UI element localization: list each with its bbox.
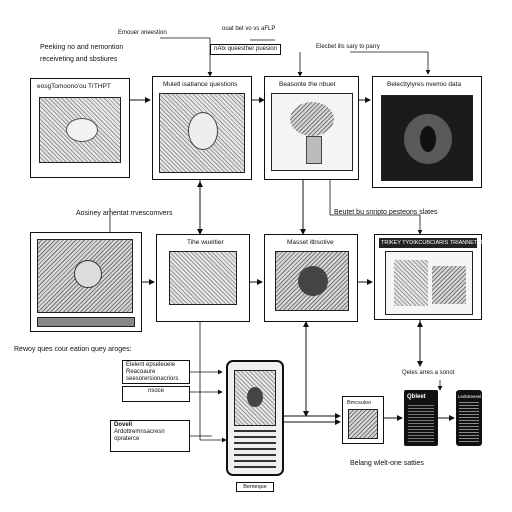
tag-box-1-line1: Elelent epseleoele (126, 362, 176, 368)
card-label: Bmcsuioo (347, 400, 372, 406)
tag-box-3: Dovell Ardottremnsacresn opraterce (110, 420, 190, 452)
top-note-left-line1: Peeking no and nemontion (40, 44, 124, 51)
bottom-caption: Belang wlelt-one satties (350, 460, 424, 467)
row2-note-left: Aosiney arnentat rrvescomvers (76, 210, 173, 217)
step-box-1-title: eosgTomoono'ou TrTHPT (37, 83, 111, 90)
step-box-2-image (159, 93, 245, 173)
tag-box-2: nsoce (122, 386, 190, 402)
step-box-6-image (169, 251, 237, 305)
monitor-screen (37, 239, 133, 313)
monitor-box[interactable] (30, 232, 142, 332)
phone-label: Bemeque (236, 482, 274, 492)
step-box-4-title: Belecttylyres nvemio data (387, 81, 462, 88)
bottom-note-left: Rewoy ques cour eation quey aroges: (14, 346, 132, 353)
step-box-8[interactable]: TRIKEY TYDIKCUBCIARIS TRIANNETLE (374, 234, 484, 320)
device-2-label: Ledstreesel (458, 394, 482, 399)
card-image (348, 409, 378, 439)
phone-device[interactable] (226, 360, 284, 476)
top-note-left-heading: Emouer oneestion (118, 30, 167, 36)
device-note: Qeles arres a sonot (402, 370, 455, 376)
step-box-2[interactable]: Muletl isatiance questions (152, 76, 252, 180)
step-box-4-image (381, 95, 473, 181)
tag-box-1: Elelent epseleoele Reacoaure seesorersio… (122, 360, 190, 384)
top-note-center-heading: ouat bet vo vs aFLP (222, 26, 276, 32)
step-box-7-title: Masset itbsotive (287, 239, 334, 246)
step-box-3-image (271, 93, 353, 171)
tag-box-3-line1: Ardottremnsacresn (114, 429, 165, 435)
device-1[interactable]: Qbleet (404, 390, 438, 446)
step-box-3-title: Beasonte the nbuet (279, 81, 336, 88)
top-note-right: Elecbet ilis sary to parry (316, 44, 380, 50)
tag-box-1-line2: Reacoaure (126, 369, 156, 375)
step-box-4[interactable]: Belecttylyres nvemio data (372, 76, 482, 188)
step-box-1[interactable]: eosgTomoono'ou TrTHPT (30, 78, 130, 178)
step-box-7-image (275, 251, 349, 311)
tag-box-1-line3: seesorersionacriors (126, 376, 179, 382)
step-box-3[interactable]: Beasonte the nbuet (264, 76, 359, 180)
monitor-base (37, 317, 135, 327)
tag-box-3-title: Dovell (114, 422, 133, 428)
step-box-6[interactable]: Tihe wueltier (156, 234, 250, 322)
step-box-8-image (385, 251, 473, 315)
device-1-label: Qbleet (407, 394, 426, 400)
step-box-6-title: Tihe wueltier (187, 239, 224, 246)
top-note-center-box: nAtx queesther puesion (210, 44, 282, 55)
tag-box-2-line: nsoce (147, 388, 164, 394)
step-box-1-image (39, 97, 121, 163)
step-box-7[interactable]: Masset itbsotive (264, 234, 358, 322)
step-box-8-title-bar: TRIKEY TYDIKCUBCIARIS TRIANNETLE (379, 238, 484, 248)
device-2[interactable]: Ledstreesel (456, 390, 482, 446)
step-box-8-title: TRIKEY TYDIKCUBCIARIS TRIANNETLE (381, 240, 484, 246)
phone-screen (234, 370, 276, 426)
top-note-left-line2: receiveting and sbstiures (40, 56, 118, 63)
row2-note-right: Beutet bu snripto pesteons slates (334, 209, 438, 216)
tag-box-3-line2: opraterce (114, 436, 140, 442)
card-device[interactable]: Bmcsuioo (342, 396, 384, 444)
step-box-2-title: Muletl isatiance questions (163, 81, 238, 88)
phone-keypad (234, 430, 276, 468)
